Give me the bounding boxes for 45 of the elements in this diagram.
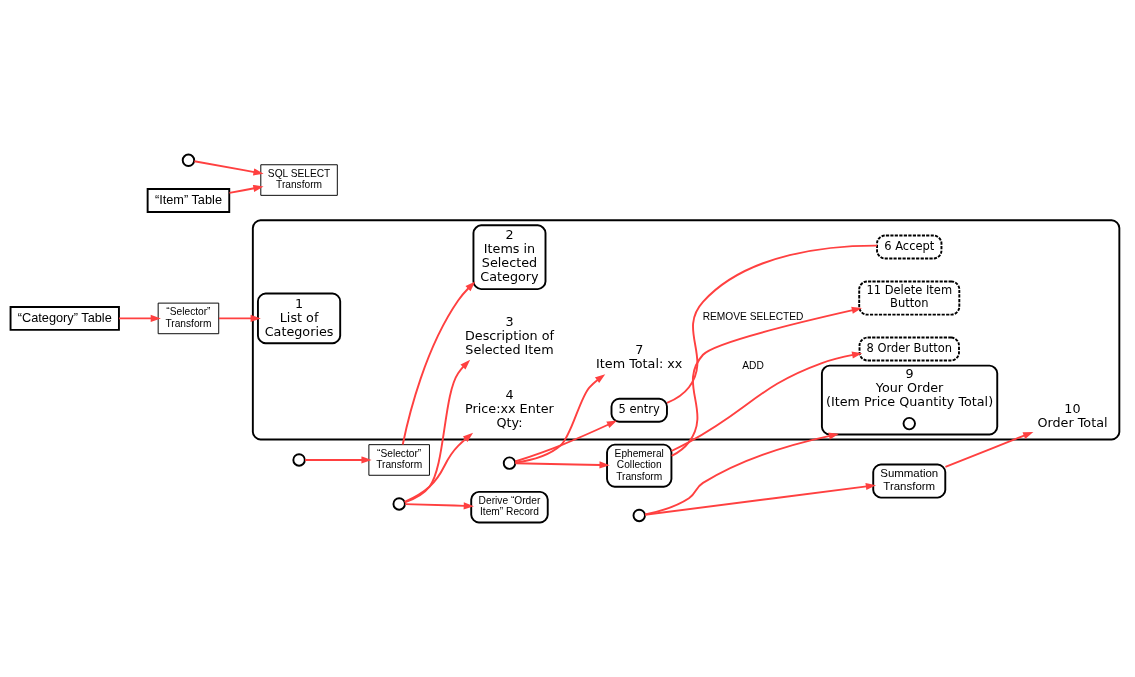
node-box: 1 List of Categories: [257, 292, 342, 345]
node-circle: [181, 153, 196, 167]
cluster: 9 Your Order (Item Price Quantity Total): [820, 364, 999, 436]
arrow: [401, 281, 476, 446]
edge-label: ADD: [742, 359, 764, 371]
node-box: 2 Items in Selected Category: [472, 224, 547, 291]
arrow: [514, 461, 610, 469]
arrow: [218, 314, 261, 322]
arrow: [403, 359, 471, 504]
arrow: [670, 306, 862, 457]
node-box: “Selector” Transform: [157, 302, 220, 335]
node-circle: [392, 497, 406, 511]
arrow: [644, 432, 840, 516]
node-box: 6 Accept: [876, 234, 943, 260]
edge-label: REMOVE SELECTED: [702, 310, 804, 322]
arrow: [304, 456, 372, 464]
node-text: 4 Price:xx Enter Qty:: [465, 386, 554, 430]
node-box: SQL SELECT Transform: [260, 164, 338, 196]
node-circle: [292, 453, 306, 467]
connector: [666, 244, 878, 404]
node-box: Summation Transform: [872, 463, 947, 499]
arrow: [644, 482, 877, 516]
arrow: [403, 432, 474, 503]
node-box: 8 Order Button: [858, 336, 960, 362]
arrow: [193, 160, 264, 176]
arrow: [944, 431, 1034, 468]
arrow: [404, 502, 474, 510]
arrow: [228, 184, 264, 194]
node-circle: [502, 456, 517, 470]
node-box: “Item” Table: [146, 188, 231, 213]
node-box: 11 Delete Item Button: [858, 280, 961, 316]
node-circle: [632, 508, 646, 523]
node-box: 5 entry: [610, 397, 668, 423]
node-box: “Selector” Transform: [368, 444, 430, 476]
node-text: 10 Order Total: [1037, 400, 1108, 430]
node-box: Ephemeral Collection Transform: [606, 443, 673, 488]
node-box: “Category” Table: [9, 306, 120, 331]
arrow: [670, 351, 863, 452]
node-box: Derive “Order Item” Record: [470, 490, 549, 524]
arrow: [514, 374, 606, 464]
arrow: [514, 420, 618, 463]
arrow: [118, 314, 161, 322]
node-text: 7 Item Total: xx: [596, 342, 683, 372]
node-text: 3 Description of Selected Item: [464, 314, 554, 358]
node-circle: [902, 416, 916, 431]
